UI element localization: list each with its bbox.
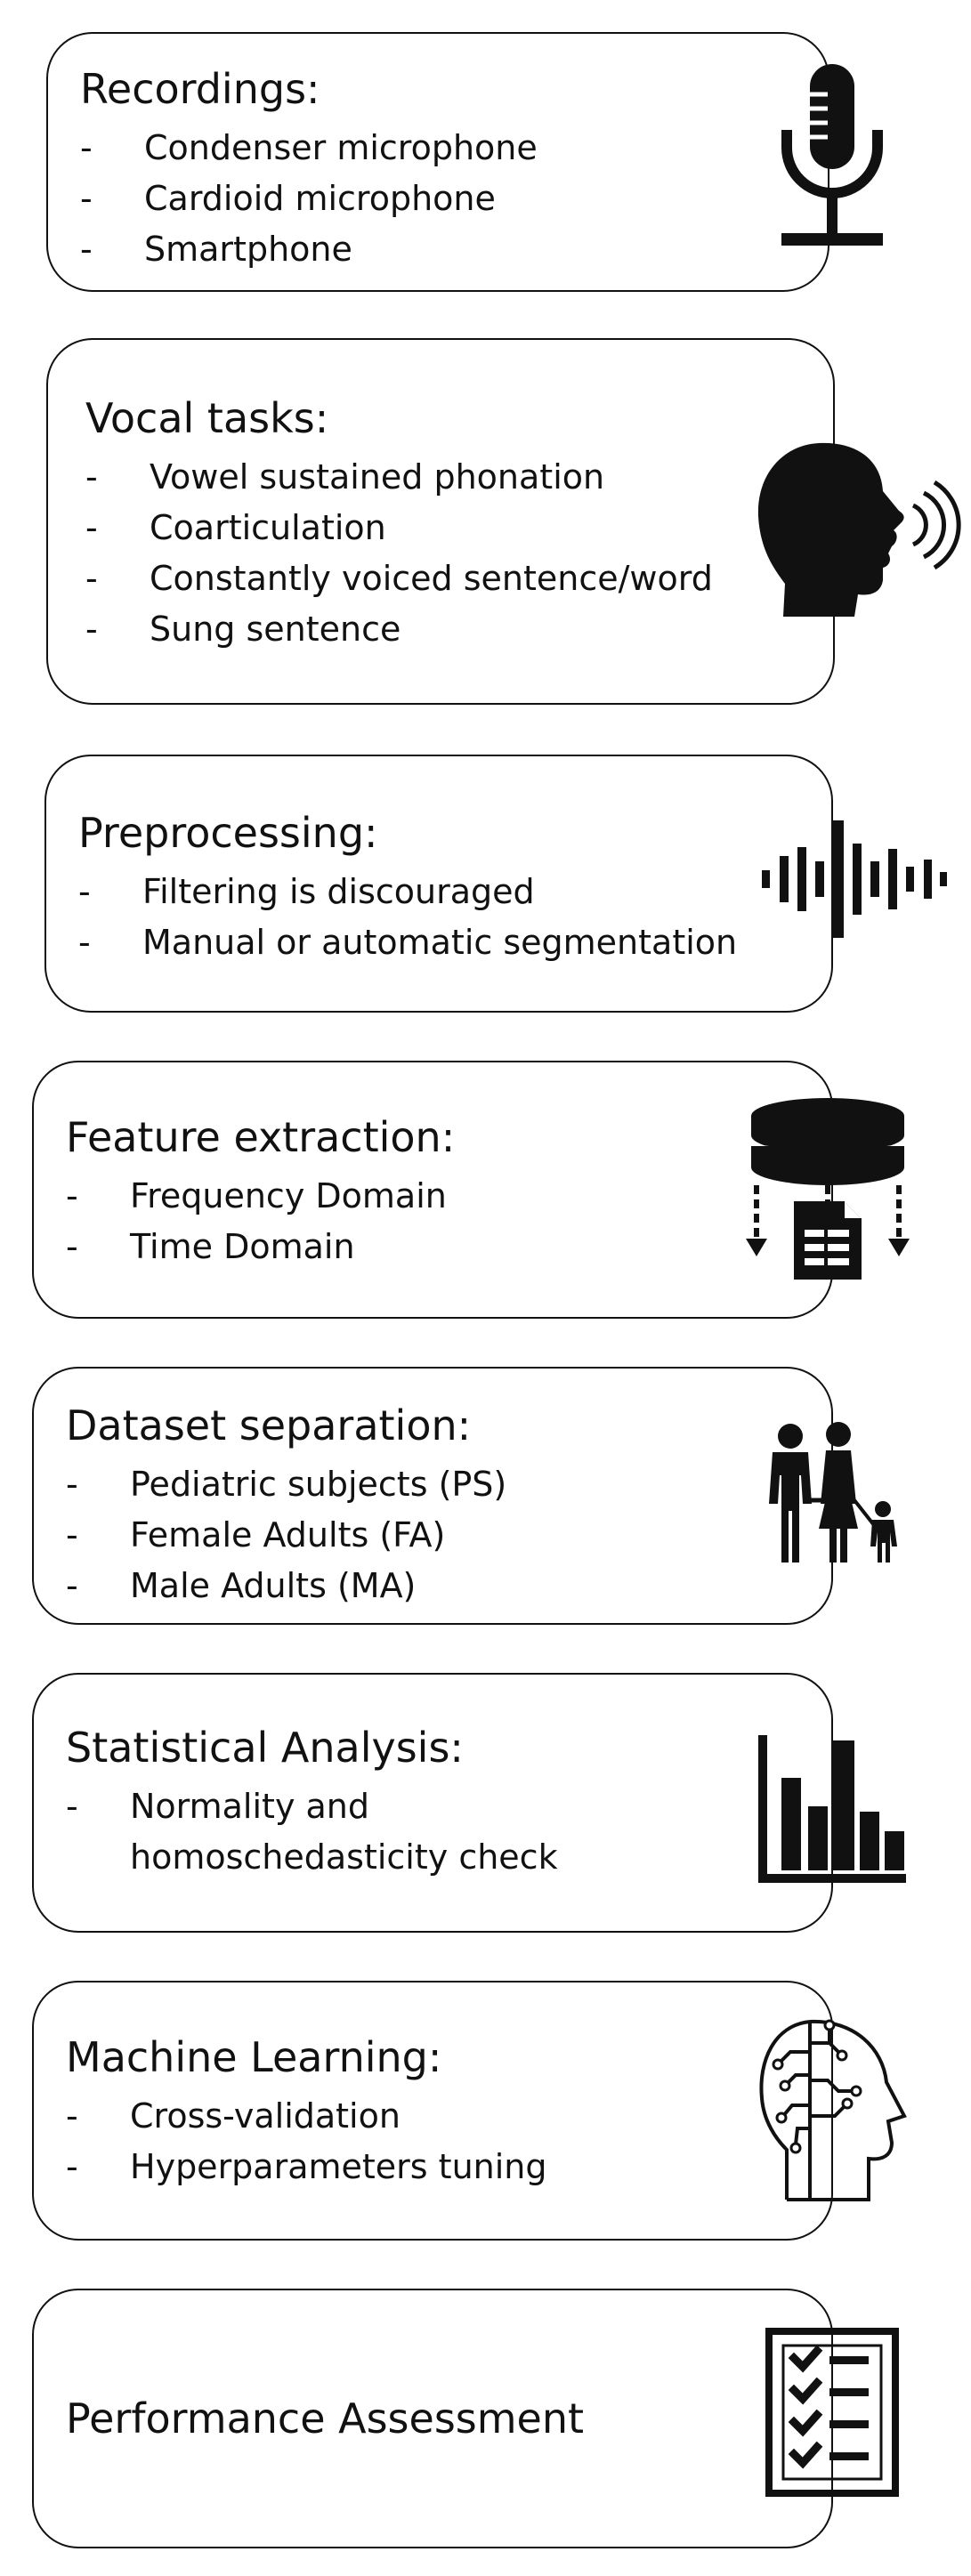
- list-item: -Frequency Domain: [66, 1176, 447, 1215]
- step-item-list: -Pediatric subjects (PS) -Female Adults …: [66, 1459, 506, 1611]
- step-title: Dataset separation:: [66, 1401, 472, 1450]
- step-title: Performance Assessment: [66, 2394, 585, 2443]
- step-title: Machine Learning:: [66, 2033, 442, 2081]
- step-title: Recordings:: [80, 65, 320, 113]
- speaking-head-icon: [748, 434, 961, 621]
- step-item-list: -Normality and homoschedasticity check: [66, 1781, 558, 1883]
- list-item: -Sung sentence: [85, 610, 401, 649]
- step-preprocessing: Preprocessing: -Filtering is discouraged…: [45, 755, 833, 1013]
- list-item: -Smartphone: [80, 230, 352, 269]
- step-performance-assessment: Performance Assessment: [32, 2289, 833, 2548]
- list-item: -Cross-validation: [66, 2096, 401, 2136]
- microphone-icon: [774, 59, 890, 254]
- list-item: -Hyperparameters tuning: [66, 2147, 547, 2186]
- step-machine-learning: Machine Learning: -Cross-validation -Hyp…: [32, 1981, 833, 2241]
- step-item-list: -Vowel sustained phonation -Coarticulati…: [85, 452, 713, 655]
- list-item: -Normality and: [66, 1787, 370, 1826]
- step-title: Preprocessing:: [78, 809, 378, 857]
- step-item-list: -Condenser microphone -Cardioid micropho…: [80, 123, 538, 275]
- family-icon: [757, 1422, 908, 1564]
- list-item: -Female Adults (FA): [66, 1515, 446, 1554]
- ai-head-icon: [757, 2016, 908, 2203]
- step-feature-extraction: Feature extraction: -Frequency Domain -T…: [32, 1061, 833, 1319]
- list-item: -Manual or automatic segmentation: [78, 923, 738, 962]
- database-extract-icon: [739, 1096, 917, 1283]
- bar-chart-icon: [758, 1735, 910, 1886]
- waveform-icon: [757, 817, 952, 941]
- list-item: homoschedasticity check: [130, 1837, 558, 1877]
- list-item: -Time Domain: [66, 1227, 355, 1266]
- list-item: -Vowel sustained phonation: [85, 457, 605, 497]
- list-item: -Condenser microphone: [80, 128, 538, 167]
- list-item: -Filtering is discouraged: [78, 872, 535, 911]
- step-item-list: -Frequency Domain -Time Domain: [66, 1171, 447, 1272]
- checklist-icon: [765, 2328, 899, 2497]
- step-vocal-tasks: Vocal tasks: -Vowel sustained phonation …: [46, 338, 835, 705]
- list-item: -Constantly voiced sentence/word: [85, 559, 713, 598]
- list-item: -Pediatric subjects (PS): [66, 1465, 507, 1504]
- step-item-list: -Cross-validation -Hyperparameters tunin…: [66, 2091, 547, 2192]
- list-item: -Cardioid microphone: [80, 179, 496, 218]
- list-item: -Male Adults (MA): [66, 1566, 417, 1605]
- step-title: Feature extraction:: [66, 1113, 456, 1161]
- step-title: Vocal tasks:: [85, 394, 329, 442]
- step-item-list: -Filtering is discouraged -Manual or aut…: [78, 867, 737, 968]
- step-dataset-separation: Dataset separation: -Pediatric subjects …: [32, 1367, 833, 1625]
- step-title: Statistical Analysis:: [66, 1724, 464, 1772]
- list-item: -Coarticulation: [85, 508, 386, 547]
- step-statistical-analysis: Statistical Analysis: -Normality and hom…: [32, 1673, 833, 1933]
- step-recordings: Recordings: -Condenser microphone -Cardi…: [46, 32, 829, 292]
